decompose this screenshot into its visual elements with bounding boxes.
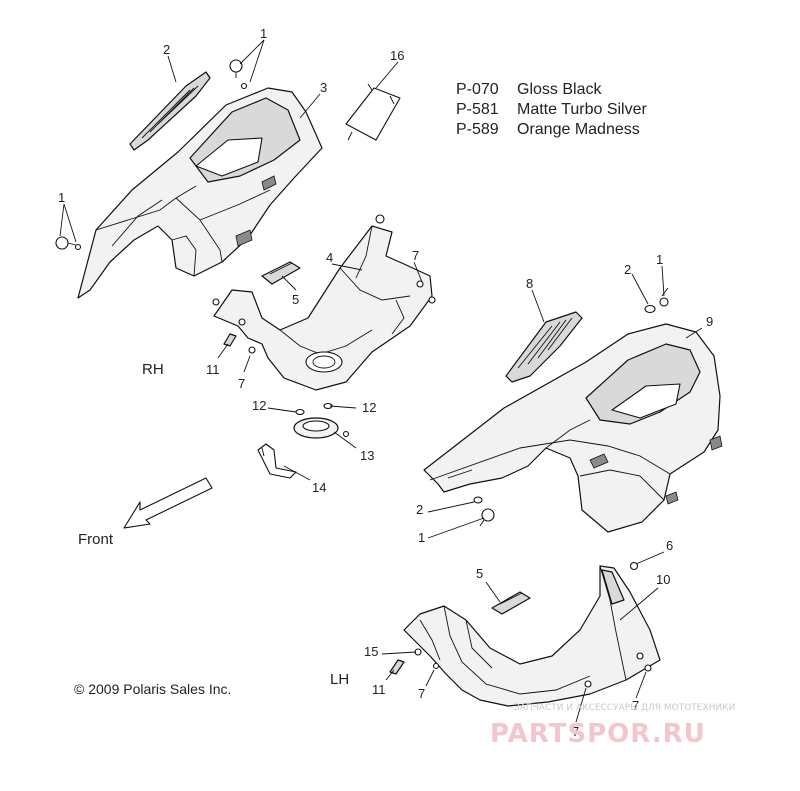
callout-4: 4 <box>326 250 333 265</box>
callout-7: 7 <box>572 724 579 739</box>
callout-5: 5 <box>476 566 483 581</box>
legend-code-2: P-581 <box>456 101 499 118</box>
callout-2: 2 <box>416 502 423 517</box>
legend-name-1: Gloss Black <box>517 81 602 98</box>
callout-14: 14 <box>312 480 326 495</box>
leader-lines <box>59 39 703 723</box>
watermark: ЗАПЧАСТИ И АКСЕССУАРЫ ДЛЯ МОТОТЕХНИКИ PA… <box>490 703 735 749</box>
callout-6: 6 <box>666 538 673 553</box>
legend-name-3: Orange Madness <box>517 121 640 138</box>
callout-11: 11 <box>372 682 386 697</box>
callout-2: 2 <box>163 42 170 57</box>
callout-15: 15 <box>364 644 378 659</box>
callout-16: 16 <box>390 48 404 63</box>
callout-7: 7 <box>238 376 245 391</box>
callout-9: 9 <box>706 314 713 329</box>
side-label-lh: LH <box>330 671 349 688</box>
front-label: Front <box>78 531 114 548</box>
callout-12: 12 <box>362 400 376 415</box>
callout-2: 2 <box>624 262 631 277</box>
fasteners-lh-top <box>473 287 669 527</box>
part-2-vent <box>129 71 211 151</box>
fasteners-lh-bottom <box>389 561 652 688</box>
legend-code-1: P-070 <box>456 81 499 98</box>
callout-7: 7 <box>632 698 639 713</box>
part-3-hood-cover <box>77 87 323 299</box>
callout-1: 1 <box>418 530 425 545</box>
part-10-lower-panel-lh <box>403 565 661 707</box>
copyright-text: © 2009 Polaris Sales Inc. <box>74 681 231 697</box>
front-direction-arrow <box>123 477 213 529</box>
part-5-latch-rh <box>261 261 301 285</box>
callout-1: 1 <box>58 190 65 205</box>
callout-10: 10 <box>656 572 670 587</box>
callout-12: 12 <box>252 398 266 413</box>
side-label-rh: RH <box>142 361 164 378</box>
part-4-inner-panel-rh <box>213 225 433 391</box>
callout-numbers: 1 2 3 16 1 4 7 5 11 7 12 12 13 14 2 1 8 … <box>58 26 713 739</box>
callout-7: 7 <box>418 686 425 701</box>
paint-code-legend: P-070 Gloss Black P-581 Matte Turbo Silv… <box>456 81 648 138</box>
callout-7: 7 <box>412 248 419 263</box>
part-9-side-cover-lh <box>423 323 723 533</box>
watermark-subtitle: ЗАПЧАСТИ И АКСЕССУАРЫ ДЛЯ МОТОТЕХНИКИ <box>514 703 735 713</box>
legend-name-2: Matte Turbo Silver <box>517 101 648 118</box>
callout-13: 13 <box>360 448 374 463</box>
legend-code-3: P-589 <box>456 121 499 138</box>
callout-5: 5 <box>292 292 299 307</box>
watermark-brand: PARTSPOR.RU <box>490 719 706 749</box>
part-12-13-ring <box>293 402 350 439</box>
part-5-latch-lh <box>491 591 531 615</box>
part-1-fasteners-top <box>55 59 248 251</box>
callout-8: 8 <box>526 276 533 291</box>
fasteners-rh <box>212 214 436 354</box>
callout-1: 1 <box>260 26 267 41</box>
callout-1: 1 <box>656 252 663 267</box>
callout-3: 3 <box>320 80 327 95</box>
part-16-decal <box>345 83 401 141</box>
part-8-vent-lh <box>505 311 583 383</box>
part-14-bracket <box>257 443 297 479</box>
callout-11: 11 <box>206 362 220 377</box>
